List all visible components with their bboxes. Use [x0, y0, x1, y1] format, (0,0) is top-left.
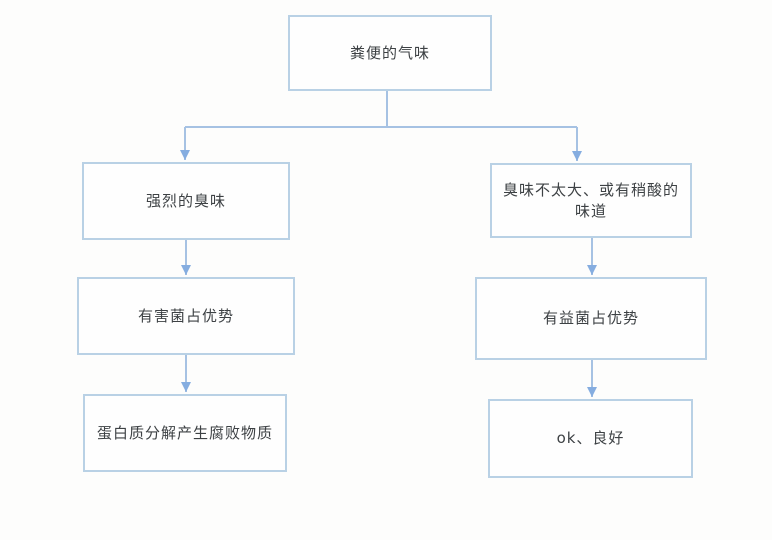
flow-node-root: 粪便的气味 — [288, 15, 492, 91]
flow-node-ok-good: ok、良好 — [488, 399, 693, 478]
flow-node-strong-stench-label: 强烈的臭味 — [145, 191, 226, 210]
flow-node-beneficial-bacteria: 有益菌占优势 — [475, 277, 707, 360]
flow-node-putrefaction: 蛋白质分解产生腐败物质 — [83, 394, 287, 472]
flow-node-putrefaction-label: 蛋白质分解产生腐败物质 — [96, 423, 273, 442]
flow-node-ok-good-label: ok、良好 — [556, 429, 625, 447]
flow-node-strong-stench: 强烈的臭味 — [82, 162, 290, 240]
flow-node-mild-sour-smell-label: 臭味不太大、或有稍酸的味道 — [502, 180, 679, 220]
flow-node-root-label: 粪便的气味 — [349, 43, 430, 62]
flow-node-harmful-bacteria-label: 有害菌占优势 — [137, 306, 234, 325]
flow-node-mild-sour-smell: 臭味不太大、或有稍酸的味道 — [490, 163, 692, 238]
flow-node-harmful-bacteria: 有害菌占优势 — [77, 277, 295, 355]
flow-node-beneficial-bacteria-label: 有益菌占优势 — [542, 309, 639, 327]
